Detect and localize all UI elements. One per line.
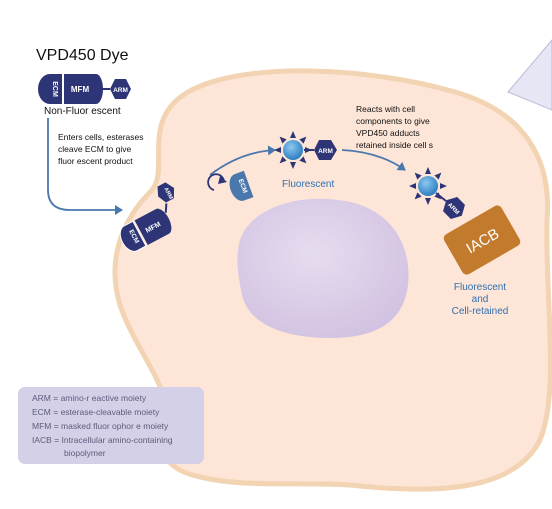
- step2-line-3: VPD450 adducts: [356, 128, 420, 138]
- step2-text: Reacts with cell components to give VPD4…: [356, 104, 433, 150]
- esterase-bound-complex: ECM MFM ARM: [119, 182, 175, 252]
- complex-ecm-block: [119, 220, 147, 252]
- dye-mfm-block: [64, 74, 103, 104]
- rotate-arrow-head: [218, 176, 227, 184]
- step1-text: Enters cells, esterases cleave ECM to gi…: [58, 132, 144, 166]
- sun-fluorophore-icon: [274, 131, 312, 169]
- legend-arm: ARM = amino-r eactive moiety: [32, 393, 147, 403]
- activation-arrow: [209, 145, 276, 176]
- retention-arrow: [341, 149, 406, 171]
- step2-line-2: components to give: [356, 116, 430, 126]
- cleaved-ecm-label: ECM: [237, 178, 249, 194]
- legend-box: ARM = amino-r eactive moiety ECM = ester…: [18, 387, 204, 464]
- step1-line-3: fluor escent product: [58, 156, 133, 166]
- result-line-3: Cell-retained: [452, 306, 509, 317]
- entry-arrow: [47, 118, 123, 215]
- result-line-2: and: [472, 294, 489, 305]
- iacb-block: IACB: [443, 205, 521, 275]
- step2-line-4: retained inside cell s: [356, 140, 433, 150]
- step1-line-2: cleave ECM to give: [58, 144, 131, 154]
- complex-mfm-block: [134, 208, 172, 246]
- cleaved-ecm: ECM: [229, 170, 254, 201]
- dye-arm-label: ARM: [113, 87, 128, 94]
- adduct-sun-fluorophore-icon: [409, 167, 447, 205]
- nucleus: [237, 198, 409, 338]
- fluorescent-label: Fluorescent: [282, 179, 334, 190]
- dye-mfm-label: MFM: [71, 85, 90, 94]
- dye-arm-hexagon-icon: [110, 79, 131, 99]
- step1-line-1: Enters cells, esterases: [58, 132, 144, 142]
- retained-adduct: ARM IACB: [409, 167, 521, 275]
- fluorescent-product: ARM: [274, 131, 337, 169]
- dye-title: VPD450 Dye: [36, 47, 129, 64]
- rotate-arrow-icon: [207, 173, 225, 191]
- dye-ecm-block: ECM: [38, 74, 62, 104]
- dye-ecm-label: ECM: [51, 81, 58, 97]
- result-text: Fluorescent and Cell-retained: [452, 282, 509, 317]
- legend-ecm: ECM = esterase-cleavable moiety: [32, 407, 160, 417]
- dye-state-label: Non-Fluor escent: [44, 106, 121, 117]
- complex-arm-hexagon-icon: [157, 182, 175, 203]
- legend-iacb: IACB = Intracellular amino-containing: [32, 435, 173, 445]
- step2-line-1: Reacts with cell: [356, 104, 415, 114]
- legend-mfm: MFM = masked fluor ophor e moiety: [32, 421, 169, 431]
- result-line-1: Fluorescent: [454, 282, 506, 293]
- fluorescent-arm-label: ARM: [318, 148, 333, 155]
- legend-iacb-cont: biopolymer: [64, 448, 106, 458]
- complex-arm-label: ARM: [162, 187, 173, 201]
- fluorescent-arm-hexagon-icon: [314, 140, 337, 160]
- adduct-arm-hexagon-icon: ARM: [443, 197, 465, 219]
- dye-molecule: ECM MFM ARM: [38, 74, 131, 104]
- zoom-callout: [507, 39, 552, 111]
